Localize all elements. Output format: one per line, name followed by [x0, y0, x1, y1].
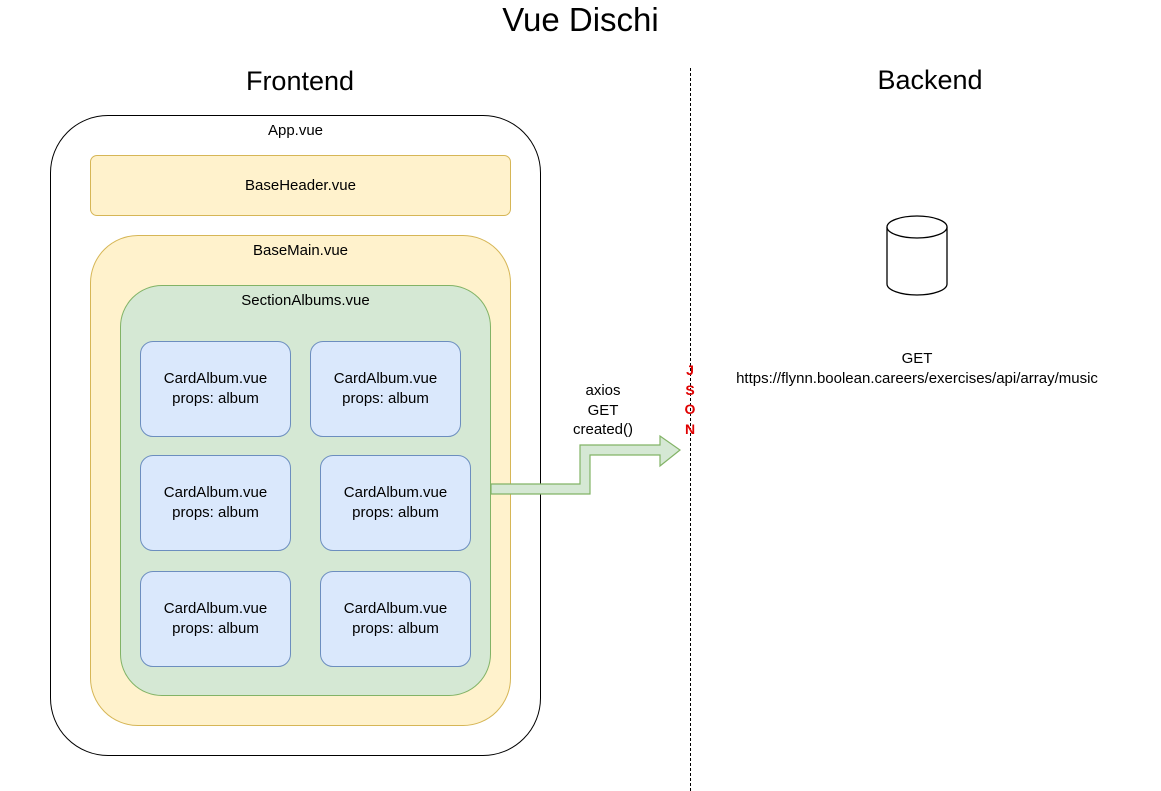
- diagram-title: Vue Dischi: [502, 1, 659, 38]
- backend-heading: Backend: [877, 65, 983, 95]
- app-label: App.vue: [267, 122, 324, 139]
- card-album-3: CardAlbum.vue props: album: [140, 455, 291, 551]
- card-album-props: props: album: [342, 390, 429, 407]
- frontend-backend-divider: [690, 68, 691, 791]
- section-albums-label: SectionAlbums.vue: [241, 292, 370, 309]
- base-header-label: BaseHeader.vue: [245, 177, 356, 194]
- card-album-name: CardAlbum.vue: [163, 600, 268, 617]
- card-album-2: CardAlbum.vue props: album: [310, 341, 461, 437]
- request-label: axios GET created(): [553, 381, 653, 440]
- request-line-hook: created(): [572, 421, 634, 438]
- json-letter: S: [685, 381, 695, 398]
- request-line-method: GET: [587, 401, 619, 419]
- card-album-4: CardAlbum.vue props: album: [320, 455, 471, 551]
- json-format-label: J S O N: [680, 361, 700, 439]
- json-letter: J: [686, 362, 694, 378]
- endpoint-url: https://flynn.boolean.careers/exercises/…: [736, 369, 1098, 387]
- card-album-props: props: album: [352, 504, 439, 521]
- card-album-1: CardAlbum.vue props: album: [140, 341, 291, 437]
- endpoint-label: GET https://flynn.boolean.careers/exerci…: [700, 349, 1134, 388]
- json-letter: O: [684, 401, 696, 417]
- base-main-label: BaseMain.vue: [252, 242, 349, 259]
- request-line-axios: axios: [585, 382, 621, 399]
- card-album-props: props: album: [352, 620, 439, 637]
- card-album-5: CardAlbum.vue props: album: [140, 571, 291, 667]
- frontend-heading: Frontend: [245, 66, 355, 96]
- base-header-box: BaseHeader.vue: [90, 155, 511, 216]
- card-album-props: props: album: [172, 390, 259, 407]
- database-cylinder-icon: [886, 215, 948, 296]
- card-album-name: CardAlbum.vue: [343, 484, 448, 501]
- card-album-name: CardAlbum.vue: [163, 370, 268, 387]
- card-album-props: props: album: [172, 504, 259, 521]
- endpoint-method: GET: [901, 350, 933, 367]
- card-album-name: CardAlbum.vue: [333, 370, 438, 387]
- json-letter: N: [684, 420, 696, 437]
- card-album-6: CardAlbum.vue props: album: [320, 571, 471, 667]
- request-arrow-shape: [490, 434, 682, 495]
- card-album-props: props: album: [172, 620, 259, 637]
- card-album-name: CardAlbum.vue: [343, 600, 448, 617]
- card-album-name: CardAlbum.vue: [163, 484, 268, 501]
